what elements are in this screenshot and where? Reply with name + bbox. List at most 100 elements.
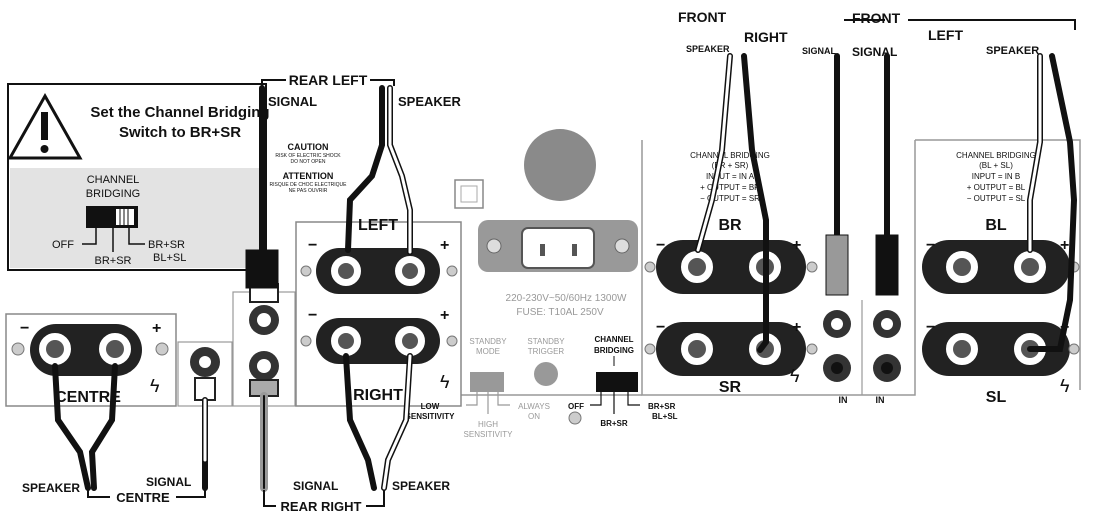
bl-bridging-info: CHANNEL BRIDGING (BL + SL) INPUT = IN B … [956,151,1036,203]
rear-left-signal-label: SIGNAL [268,94,317,109]
standby-trigger-label-1: STANDBY [527,337,565,346]
attention-title: ATTENTION [283,171,334,181]
right-minus: − [308,307,317,324]
rear-left-speaker-label: SPEAKER [398,94,461,109]
in-b-label: IN [876,395,885,405]
warning-off-label: OFF [52,239,74,251]
front-right-right-label: RIGHT [744,29,788,45]
sl-terminal-label: SL [986,389,1007,406]
lightning-icon: ϟ [150,376,160,396]
br-terminal-label: BR [718,217,742,234]
centre-terminal-block: − + CENTRE ϟ [5,313,177,407]
warning-switch-title-1: CHANNEL [87,174,140,186]
channel-bridging-switch[interactable] [596,372,638,392]
standby-controls: STANDBY MODE STANDBY TRIGGER ALWAYS ON H… [406,337,566,439]
sr-plus: + [792,319,801,336]
fuse-rating: FUSE: T10AL 250V [516,307,604,318]
caution-text-2: DO NOT OPEN [291,159,326,165]
high-sensitivity-label-2: SENSITIVITY [464,430,514,439]
low-sensitivity-label-1: LOW [421,402,440,411]
lightning-icon: ϟ [1060,376,1070,396]
centre-bracket-label: CENTRE [116,490,170,505]
caution-text-1: RISK OF ELECTRIC SHOCK [275,153,341,159]
standby-trigger-label-2: TRIGGER [528,347,565,356]
channel-bridging-option-2: BL+SL [652,412,678,421]
standby-mode-label-1: STANDBY [469,337,507,346]
warning-br-sr-label: BR+SR [95,255,132,267]
attention-text-1: RISQUE DE CHOC ELECTRIQUE [270,182,348,188]
br-info-line-5: − OUTPUT = SR [700,194,760,203]
bl-info-line-5: − OUTPUT = SL [967,194,1026,203]
centre-plus: + [152,320,161,337]
amp-rear-panel [452,139,1081,396]
front-left-left-label: LEFT [928,27,963,43]
centre-speaker-label: SPEAKER [22,481,80,495]
centre-signal-label: SIGNAL [146,475,191,489]
warning-switch-title-2: BRIDGING [86,188,140,200]
channel-bridging-br-sr: BR+SR [600,419,628,428]
left-right-terminal-block: − + − + LEFT RIGHT ϟ [295,217,462,407]
attention-text-2: NE PAS OUVRIR [289,188,328,194]
warning-triangle-icon [7,92,83,160]
left-minus: − [308,237,317,254]
br-bridging-info: CHANNEL BRIDGING (BR + SR) INPUT = IN A … [690,151,770,203]
sr-terminal-label: SR [719,379,742,396]
standby-mode-switch[interactable] [470,372,504,392]
warning-line-1: Set the Channel Bridging [90,104,269,121]
power-rating: 220-230V~50/60Hz 1300W [506,293,627,304]
sl-minus: − [926,319,935,336]
low-sensitivity-label-2: SENSITIVITY [406,412,456,421]
br-info-line-1: CHANNEL BRIDGING [690,151,770,160]
br-plus: + [792,237,801,254]
channel-bridging-off: OFF [568,402,584,411]
lightning-icon: ϟ [790,366,800,386]
always-on-label-2: ON [528,412,540,421]
lightning-icon: ϟ [440,372,450,392]
rear-left-label: REAR LEFT [289,72,368,88]
in-a-label: IN [839,395,848,405]
front-inputs-block: IN IN [823,300,901,405]
caution-notice: CAUTION RISK OF ELECTRIC SHOCK DO NOT OP… [270,142,348,194]
standby-mode-label-2: MODE [476,347,500,356]
rear-rca-inputs [232,283,296,407]
br-info-line-3: INPUT = IN A [706,172,755,181]
rear-right-signal-label: SIGNAL [293,479,338,493]
br-info-line-4: + OUTPUT = BR [700,183,760,192]
channel-bridging-label-1: CHANNEL [594,335,633,344]
warning-line-2: Switch to BR+SR [119,124,241,141]
front-right-front-label: FRONT [678,9,727,25]
bl-info-line-2: (BL + SL) [979,161,1013,170]
centre-minus: − [20,320,29,337]
bl-minus: − [926,237,935,254]
bridging-switch-graphic [82,206,145,252]
bl-info-line-1: CHANNEL BRIDGING [956,151,1036,160]
warning-option-1: BR+SR [148,239,185,251]
front-signal-b-label: SIGNAL [852,45,897,59]
bl-info-line-4: + OUTPUT = BL [967,183,1026,192]
bl-terminal-label: BL [985,217,1007,234]
bl-plus: + [1060,237,1069,254]
br-sr-terminal-block: − + − + BR SR ϟ [644,217,818,396]
right-terminal-label: RIGHT [353,387,403,404]
right-plus: + [440,307,449,324]
cables [52,53,1078,492]
warning-option-2: BL+SL [153,252,186,264]
power-section: 220-230V~50/60Hz 1300W FUSE: T10AL 250V [454,129,638,318]
warning-box: Set the Channel Bridging Switch to BR+SR… [7,83,270,271]
standby-trigger-jack[interactable] [534,362,558,386]
high-sensitivity-label-1: HIGH [478,420,498,429]
front-left-front-label: FRONT [852,10,901,26]
channel-bridging-controls: CHANNEL BRIDGING OFF BR+SR BR+SR BL+SL [568,335,678,428]
bl-info-line-3: INPUT = IN B [972,172,1021,181]
front-left-speaker-label: SPEAKER [986,45,1039,57]
caution-title: CAUTION [288,142,329,152]
rear-right-bracket-label: REAR RIGHT [281,499,362,514]
bl-sl-terminal-block: − + − + BL SL ϟ [922,217,1080,406]
front-right-speaker-label: SPEAKER [686,44,730,54]
channel-bridging-option-1: BR+SR [648,402,676,411]
br-info-line-2: (BR + SR) [712,161,749,170]
left-plus: + [440,237,449,254]
brackets [87,19,1076,507]
always-on-label-1: ALWAYS [518,402,550,411]
